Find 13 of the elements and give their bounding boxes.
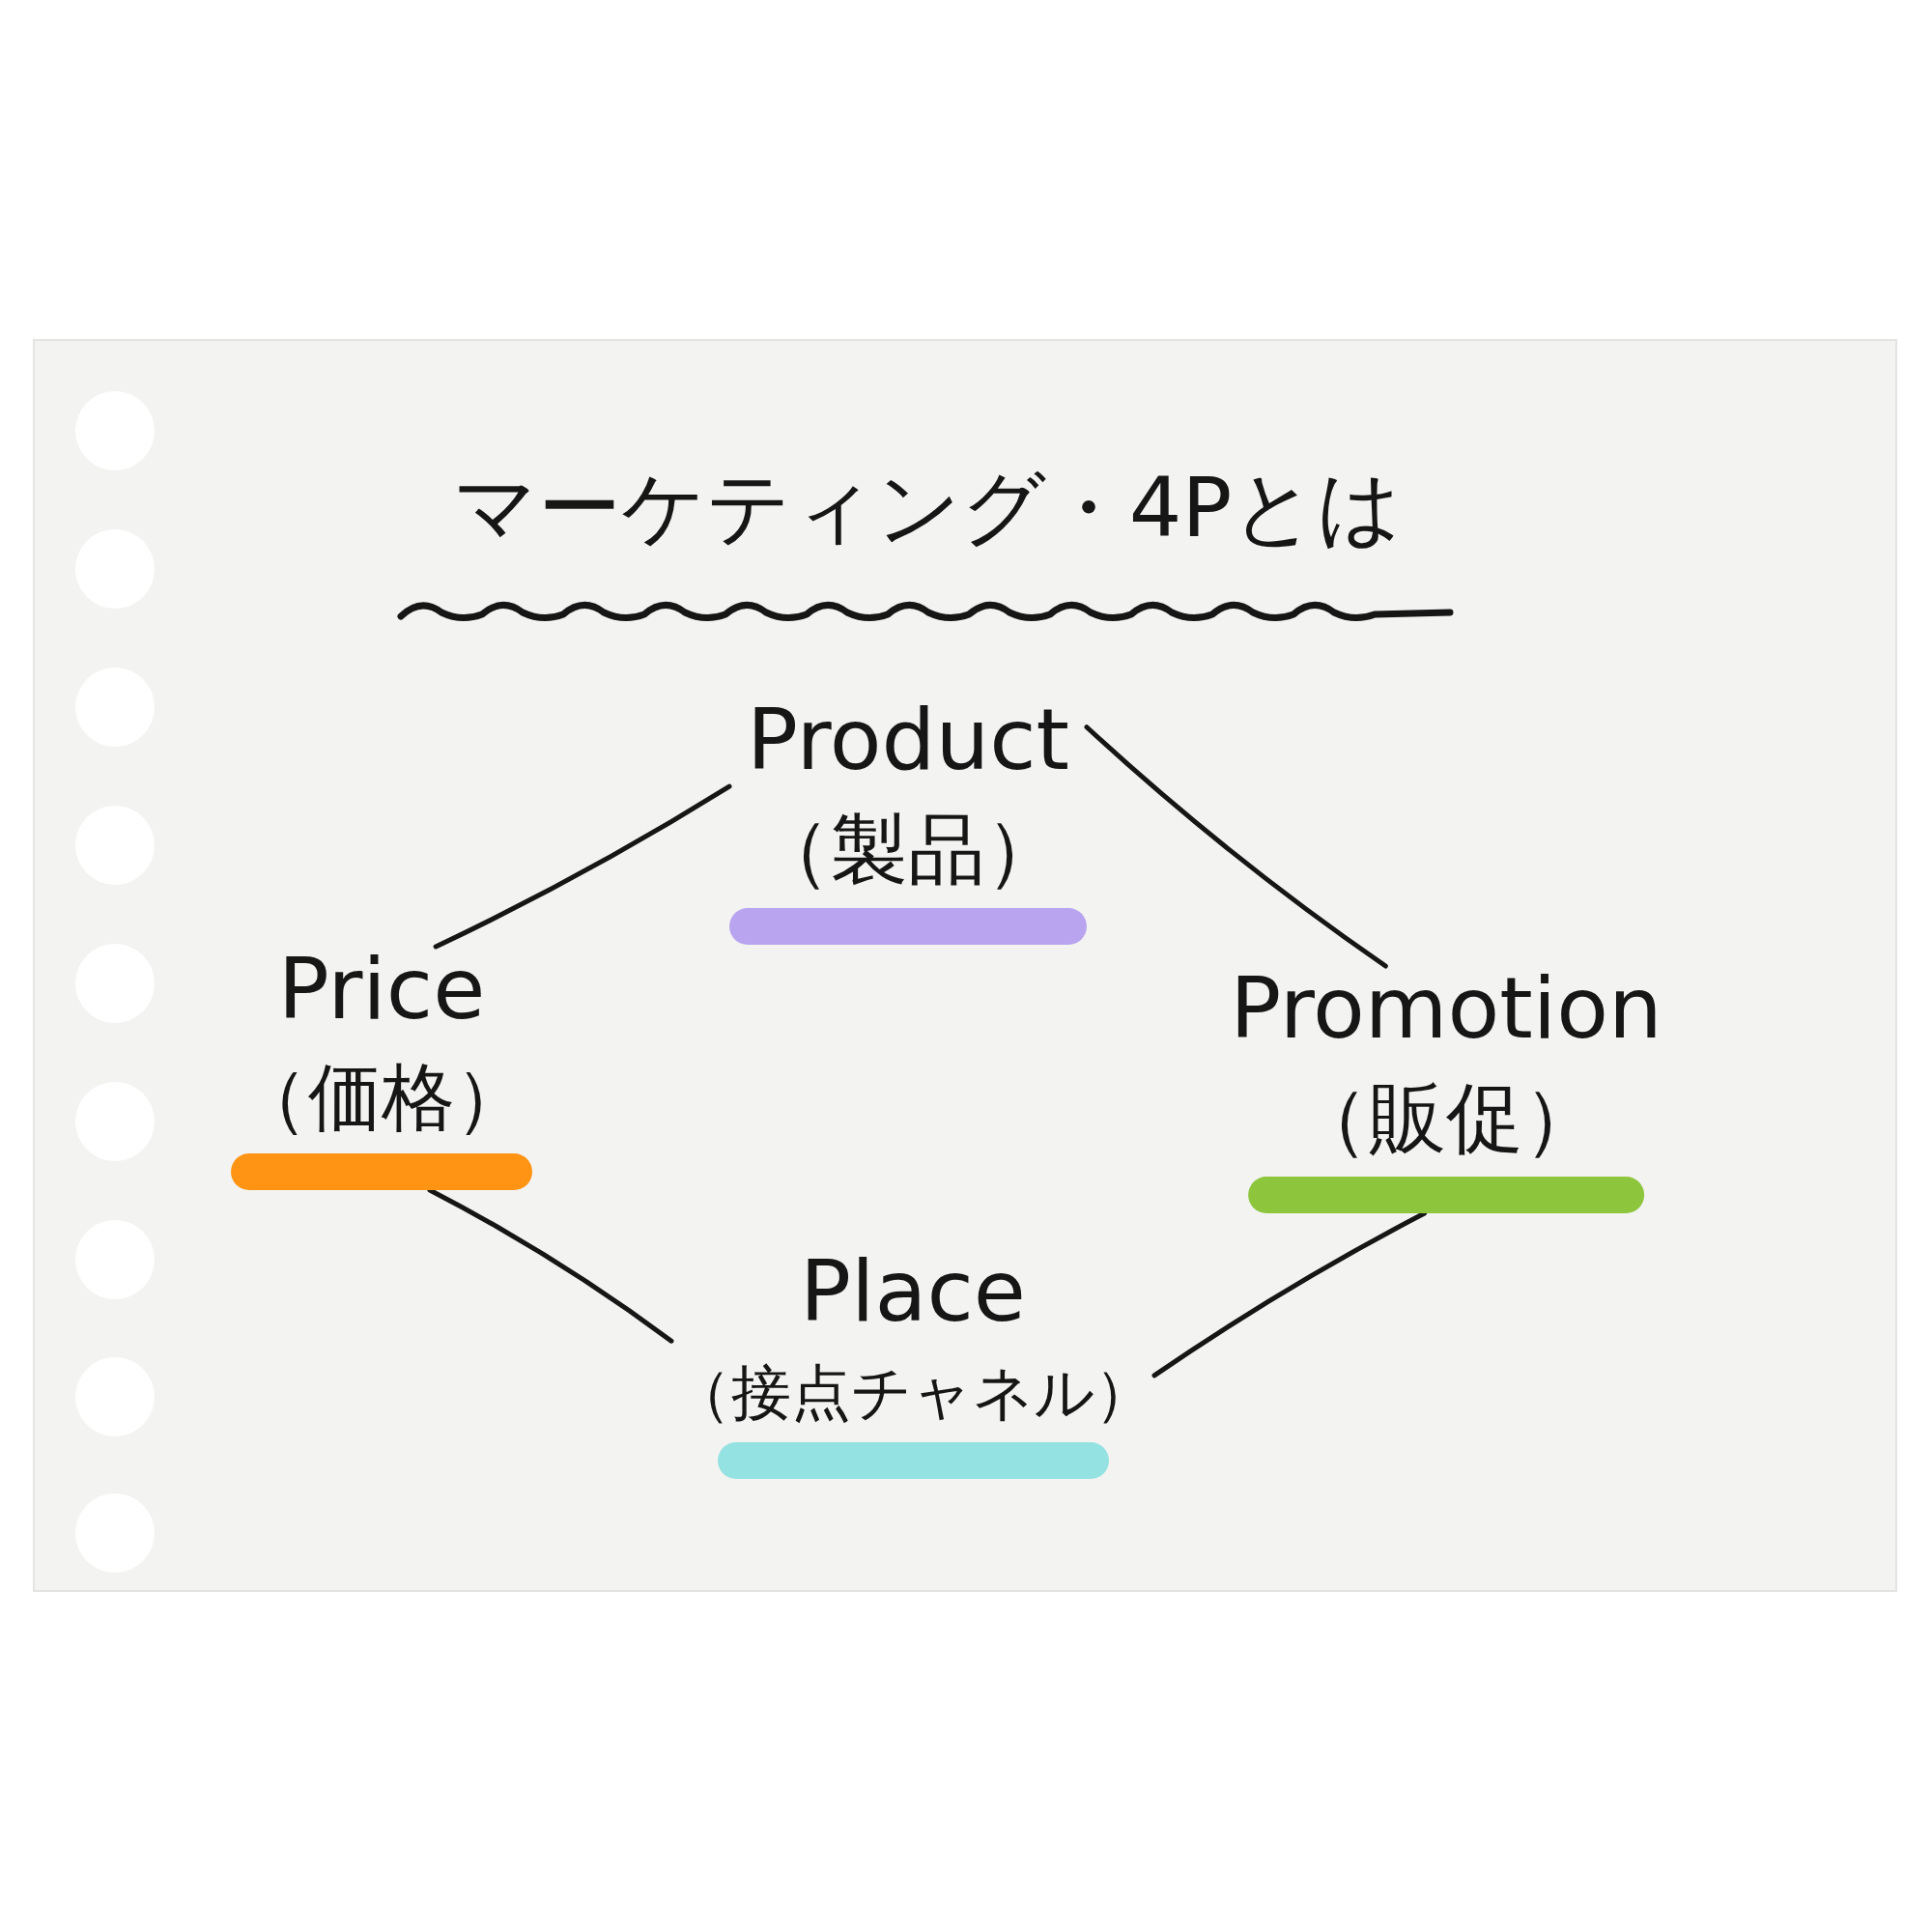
subtitle-text: （接点チャネル）: [671, 1363, 1154, 1423]
connector-line: [1151, 1210, 1428, 1378]
heading-text: Price: [277, 947, 486, 1032]
heading-text: Product: [746, 697, 1070, 782]
subtitle-text: （製品）: [753, 811, 1063, 889]
heading-text: Place: [800, 1249, 1026, 1334]
title: マーケティング・4Pとは: [452, 466, 1403, 549]
connector-line: [1084, 724, 1388, 969]
heading-text: Promotion: [1230, 966, 1662, 1051]
connector-line: [427, 1187, 674, 1344]
connector-line: [433, 783, 732, 950]
subtitle-text: （価格）: [235, 1061, 528, 1134]
subtitle-text: （販促）: [1292, 1080, 1601, 1157]
